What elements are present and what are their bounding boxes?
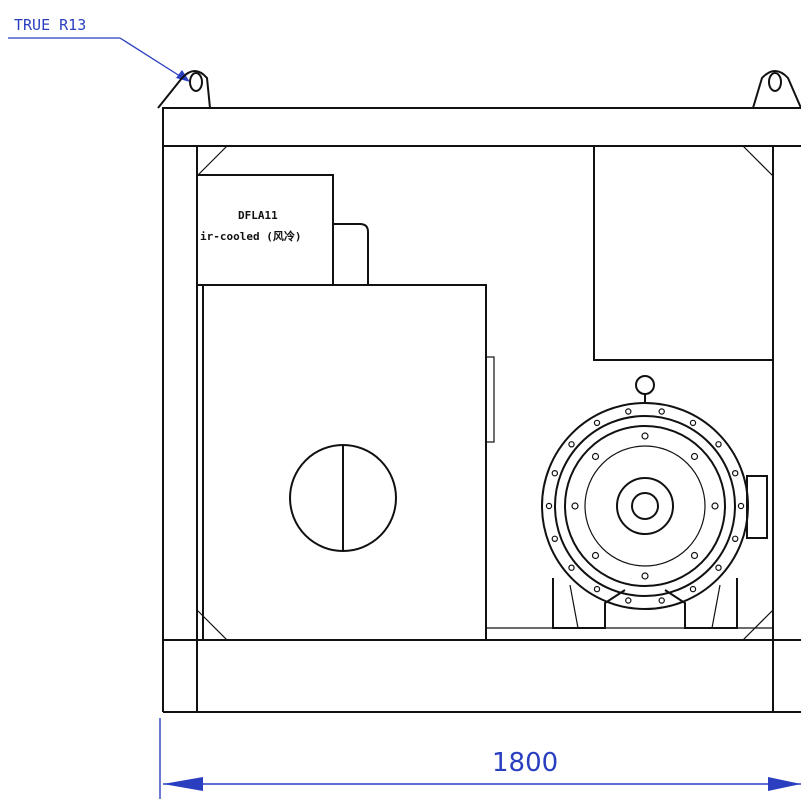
bolt-hole	[591, 452, 600, 461]
bolt-hole	[658, 408, 665, 415]
lifting-lug-right	[752, 70, 801, 109]
bolt-hole	[568, 441, 575, 448]
unit-label-line1: DFLA11	[238, 209, 278, 222]
bolt-hole	[732, 535, 739, 543]
frame	[162, 107, 801, 713]
bolt-hole	[571, 502, 579, 510]
bolt-hole	[732, 470, 739, 477]
motor-bolts	[545, 408, 745, 604]
bolt-hole	[689, 419, 697, 427]
bolt-hole	[545, 502, 553, 510]
bolt-hole	[568, 564, 575, 571]
bolt-hole	[593, 585, 601, 593]
tank	[202, 284, 773, 641]
bolt-hole	[715, 564, 722, 571]
control-box	[593, 145, 774, 361]
bolt-hole	[625, 408, 632, 415]
bolt-hole	[737, 502, 745, 510]
bolt-hole	[711, 502, 719, 510]
bolt-hole	[641, 432, 649, 440]
bolt-hole	[689, 585, 697, 593]
bolt-hole	[551, 535, 559, 543]
callout-text: TRUE R13	[14, 16, 86, 34]
bolt-hole	[551, 470, 559, 477]
bolt-hole	[658, 597, 665, 604]
unit-label-line2: ir-cooled (风冷)	[200, 229, 301, 243]
width-dimension	[159, 718, 801, 799]
bolt-hole	[690, 551, 699, 560]
bolt-hole	[690, 452, 699, 461]
bolt-hole	[715, 441, 722, 448]
bolt-hole	[641, 572, 649, 580]
motor	[541, 375, 768, 629]
width-dimension-value: 1800	[492, 748, 558, 778]
callout-leader	[8, 37, 190, 82]
bolt-hole	[625, 597, 632, 604]
bolt-hole	[593, 419, 601, 427]
bolt-hole	[591, 551, 600, 560]
lifting-lug-left	[157, 70, 211, 109]
